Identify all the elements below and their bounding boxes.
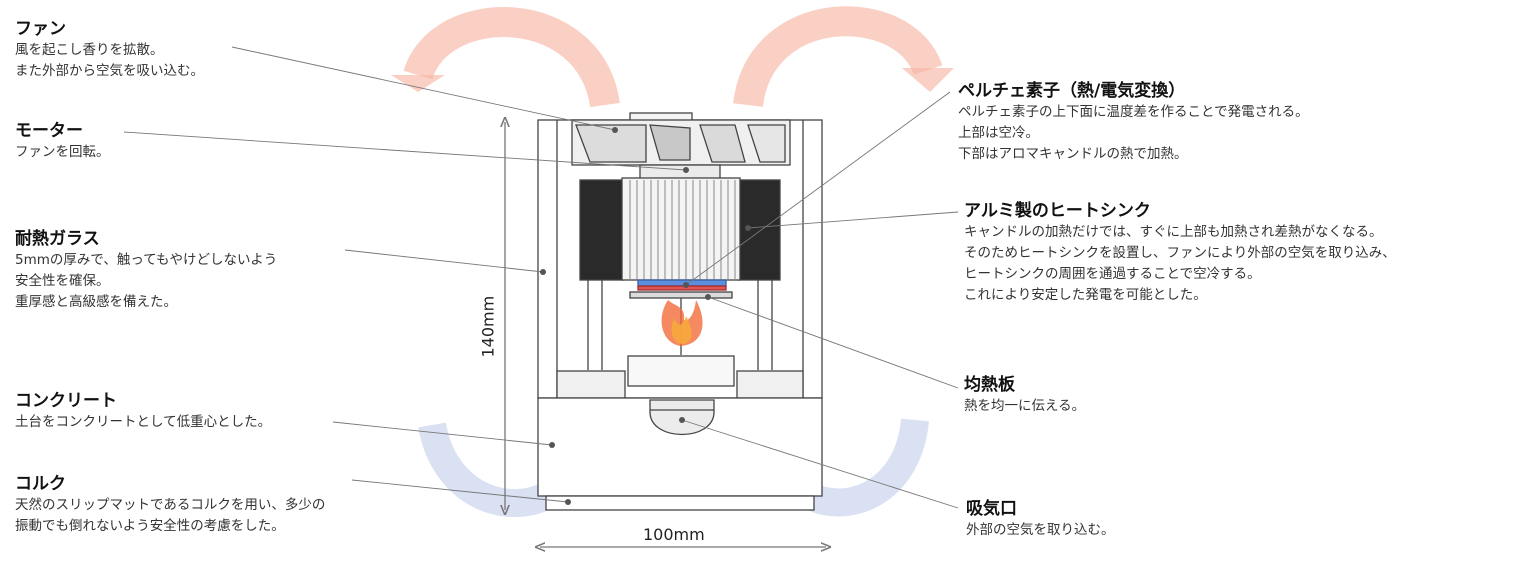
leader-peltier xyxy=(685,91,951,286)
heat-spreader xyxy=(629,291,733,299)
heat-sink-left-block xyxy=(579,179,625,281)
candle-flame xyxy=(661,300,703,346)
device xyxy=(537,112,823,511)
label-glass-line: 5mmの厚みで、触ってもやけどしないよう xyxy=(15,252,278,268)
label-cork: コルク 天然のスリップマットであるコルクを用い、多少の 振動でも倒れないよう安全… xyxy=(15,473,325,537)
label-fan: ファン 風を起こし香りを拡散。 また外部から空気を吸い込む。 xyxy=(15,18,204,82)
leader-spreader xyxy=(707,296,959,389)
airflow-out-left-arrow xyxy=(391,7,620,108)
label-heatsink-line: キャンドルの加熱だけでは、すぐに上部も加熱され差熱がなくなる。 xyxy=(964,224,1383,240)
height-label: 140mm xyxy=(478,295,498,358)
label-peltier: ペルチェ素子（熱/電気変換） ペルチェ素子の上下面に温度差を作ることで発電される… xyxy=(958,80,1309,165)
leader-concrete xyxy=(332,421,553,446)
label-spreader-title: 均熱板 xyxy=(964,375,1015,395)
peltier-element-red xyxy=(637,285,727,291)
label-peltier-line: 下部はアロマキャンドルの熱で加熱。 xyxy=(958,146,1188,162)
airflow-out-right-arrow xyxy=(733,6,954,108)
label-intake: 吸気口 外部の空気を取り込む。 xyxy=(966,498,1115,541)
leader-heatsink xyxy=(747,211,959,229)
label-peltier-title: ペルチェ素子（熱/電気変換） xyxy=(958,81,1186,101)
label-glass-line: 重厚感と高級感を備えた。 xyxy=(15,294,177,310)
label-peltier-line: ペルチェ素子の上下面に温度差を作ることで発電される。 xyxy=(958,104,1309,120)
leader-intake xyxy=(681,419,959,509)
label-motor: モーター ファンを回転。 xyxy=(15,120,110,163)
leader-cork xyxy=(351,479,569,503)
leader-motor xyxy=(123,131,687,171)
label-concrete-line: 土台をコンクリートとして低重心とした。 xyxy=(15,414,272,430)
label-intake-line: 外部の空気を取り込む。 xyxy=(966,522,1115,538)
label-motor-title: モーター xyxy=(15,121,83,141)
label-heatsink-line: ヒートシンクの周囲を通過することで空冷する。 xyxy=(964,266,1261,282)
peltier-element-blue xyxy=(637,279,727,287)
label-glass-title: 耐熱ガラス xyxy=(15,229,100,249)
label-glass-line: 安全性を確保。 xyxy=(15,273,110,289)
width-label: 100mm xyxy=(643,525,705,544)
label-fan-line: 風を起こし香りを拡散。 xyxy=(15,42,164,58)
cork-mat xyxy=(545,495,815,511)
leader-fan xyxy=(231,46,616,131)
label-spreader: 均熱板 熱を均一に伝える。 xyxy=(964,374,1085,417)
label-heatsink-title: アルミ製のヒートシンク xyxy=(964,201,1151,221)
label-fan-title: ファン xyxy=(15,19,66,39)
heat-sink-right-block xyxy=(737,179,781,281)
label-intake-title: 吸気口 xyxy=(966,499,1017,519)
heat-sink-core xyxy=(621,177,741,281)
label-cork-line: 振動でも倒れないよう安全性の考慮をした。 xyxy=(15,518,285,534)
label-motor-line: ファンを回転。 xyxy=(15,144,110,160)
label-fan-line: また外部から空気を吸い込む。 xyxy=(15,63,204,79)
label-glass: 耐熱ガラス 5mmの厚みで、触ってもやけどしないよう 安全性を確保。 重厚感と高… xyxy=(15,228,277,313)
label-heatsink-line: そのためヒートシンクを設置し、ファンにより外部の空気を取り込み、 xyxy=(964,245,1396,261)
label-cork-title: コルク xyxy=(15,474,66,494)
label-cork-line: 天然のスリップマットであるコルクを用い、多少の xyxy=(15,497,326,513)
label-spreader-line: 熱を均一に伝える。 xyxy=(964,398,1086,414)
label-heatsink-line: これにより安定した発電を可能とした。 xyxy=(964,287,1207,303)
candle-cup xyxy=(627,355,735,387)
leader-glass xyxy=(344,249,544,273)
label-concrete: コンクリート 土台をコンクリートとして低重心とした。 xyxy=(15,390,271,433)
label-heatsink: アルミ製のヒートシンク キャンドルの加熱だけでは、すぐに上部も加熱され差熱がなく… xyxy=(964,200,1396,306)
label-peltier-line: 上部は空冷。 xyxy=(958,125,1039,141)
label-concrete-title: コンクリート xyxy=(15,391,117,411)
